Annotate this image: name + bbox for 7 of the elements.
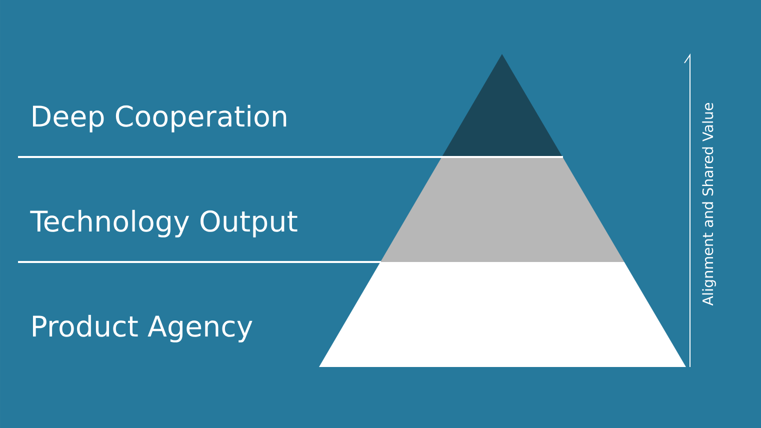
tier-label: Product Agency bbox=[33, 314, 252, 342]
tier-label: Deep Cooperation bbox=[33, 104, 286, 132]
tier-label: Technology Output bbox=[30, 210, 298, 238]
axis-label: Alignment and Shared Value bbox=[702, 103, 716, 306]
pyramid-tier bbox=[442, 54, 563, 157]
pyramid-tier bbox=[319, 262, 686, 367]
pyramid-tier bbox=[380, 157, 624, 262]
